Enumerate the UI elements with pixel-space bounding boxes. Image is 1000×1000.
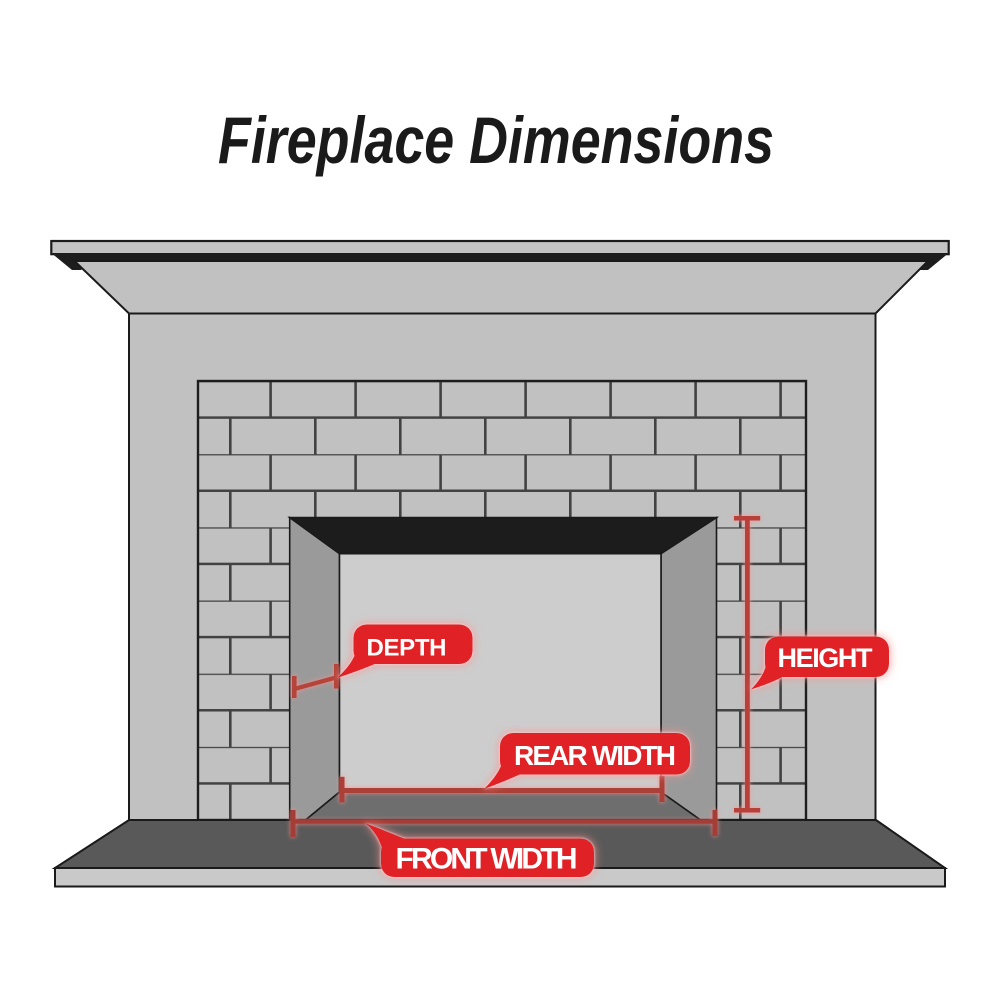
svg-text:Fireplace Dimensions: Fireplace Dimensions: [218, 103, 774, 177]
svg-text:FRONT WIDTH: FRONT WIDTH: [396, 843, 578, 876]
svg-text:DEPTH: DEPTH: [367, 635, 447, 662]
svg-text:HEIGHT: HEIGHT: [778, 643, 874, 673]
svg-text:REAR WIDTH: REAR WIDTH: [514, 740, 676, 771]
